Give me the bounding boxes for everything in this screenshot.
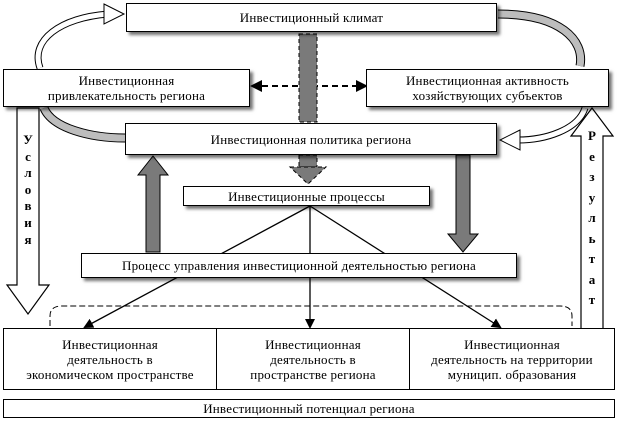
conditions-letter: и: [24, 214, 32, 230]
conditions-letter: я: [24, 231, 32, 247]
activity-box: Инвестиционная активность хозяйствующих …: [366, 69, 609, 107]
results-letter: ь: [588, 230, 596, 246]
attractiveness-label-line2: привлекательность региона: [47, 88, 206, 103]
conditions-letter: в: [24, 198, 32, 214]
arrow-conditions: [5, 107, 51, 316]
activity-label-line2: хозяйствующих субъектов: [412, 88, 563, 103]
conditions-letter: с: [25, 148, 31, 164]
bottom-mid-line3: пространстве региона: [250, 366, 376, 382]
processes-box: Инвестиционные процессы: [183, 186, 430, 206]
processes-label: Инвестиционные процессы: [228, 188, 385, 204]
climate-label: Инвестиционный климат: [239, 10, 384, 25]
policy-box: Инвестиционная политика региона: [125, 123, 497, 155]
bottom-left-line3: экономическом пространстве: [26, 366, 194, 382]
arrow-management-to-policy: [136, 155, 170, 253]
attractiveness-label-line1: Инвестиционная: [78, 73, 175, 88]
activity-label-line1: Инвестиционная активность: [405, 73, 570, 88]
attractiveness-box: Инвестиционная привлекательность региона: [3, 69, 250, 107]
policy-label: Инвестиционная политика региона: [210, 131, 412, 147]
curve-attractiveness-to-policy: [39, 105, 126, 143]
management-box: Процесс управления инвестиционной деятел…: [81, 253, 517, 278]
curve-activity-to-policy: [498, 106, 589, 151]
potential-label: Инвестиционный потенциал региона: [203, 401, 415, 416]
conditions-letter: о: [24, 181, 32, 197]
dashed-bracket: [49, 305, 573, 326]
results-letter: т: [588, 251, 596, 266]
conditions-letter: л: [24, 165, 32, 181]
conditions-letter: У: [23, 132, 33, 147]
bottom-mid-box: Инвестиционная деятельность в пространст…: [216, 328, 410, 390]
results-label: Р е з у л ь т а т: [582, 126, 602, 311]
arrow-results: [569, 107, 615, 331]
arrow-policy-to-management: [446, 154, 480, 253]
bottom-left-box: Инвестиционная деятельность в экономичес…: [3, 328, 217, 390]
results-letter: т: [588, 292, 596, 307]
management-label: Процесс управления инвестиционной деятел…: [122, 258, 476, 273]
results-letter: у: [588, 189, 596, 205]
climate-box: Инвестиционный климат: [126, 3, 497, 32]
curve-climate-to-activity: [497, 9, 586, 67]
dashed-arrow-climate-to-processes: [288, 33, 328, 185]
bottom-left-line2: деятельность в: [67, 351, 153, 367]
bottom-mid-line1: Инвестиционная: [265, 336, 361, 352]
bottom-right-line3: муницип. образования: [447, 366, 577, 382]
bottom-right-line2: деятельность на территории: [431, 351, 593, 367]
bottom-left-line1: Инвестиционная: [62, 336, 158, 352]
results-letter: л: [588, 210, 596, 225]
dashed-arrow-attractiveness-activity: [250, 80, 368, 92]
conditions-label: У с л о в и я: [18, 132, 38, 248]
bottom-right-box: Инвестиционная деятельность на территори…: [409, 328, 615, 390]
curve-attractiveness-to-climate: [34, 3, 126, 70]
results-letter: а: [588, 271, 596, 287]
potential-box: Инвестиционный потенциал региона: [3, 399, 615, 418]
results-letter: з: [589, 169, 595, 184]
results-letter: е: [589, 148, 595, 164]
bottom-mid-line2: деятельность в: [270, 351, 356, 367]
bottom-right-line1: Инвестиционная: [464, 336, 560, 352]
results-letter: Р: [588, 128, 596, 143]
